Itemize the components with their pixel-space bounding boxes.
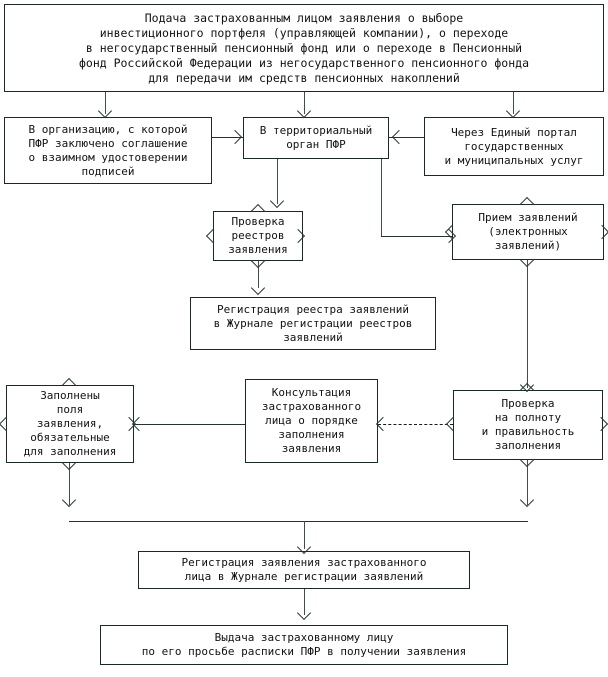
arrowhead-check-bottom (253, 256, 264, 267)
connector-title-to-portal (513, 92, 514, 114)
connector-merge-to-register-application (304, 521, 305, 549)
node-accept-applications: Прием заявлений (электронных заявлений) (452, 204, 604, 260)
arrowhead-check-top (253, 206, 264, 217)
connector-territorial-to-check (277, 159, 278, 204)
connector-merge-bus (69, 521, 528, 522)
connector-territorial-to-accept-horizontal (381, 236, 455, 237)
arrowhead-check-left (208, 231, 219, 242)
node-completeness-check: Проверка на полноту и правильность запол… (453, 390, 603, 460)
connector-completeness-to-merge (527, 460, 528, 505)
node-unified-portal: Через Единый портал государственных и му… (424, 117, 604, 176)
arrowhead-accept-top (522, 199, 533, 210)
arrowhead-org-to-territorial (230, 132, 241, 143)
arrowhead-register-application-to-receipt (299, 608, 310, 619)
arrowhead-completeness-bottom (522, 455, 533, 466)
arrowhead-fields-to-merge (64, 495, 75, 506)
arrowhead-accept-right (597, 227, 608, 238)
connector-accept-to-completeness (527, 260, 528, 388)
node-register-application-journal: Регистрация заявления застрахованного ли… (138, 551, 470, 589)
arrowhead-check-right (293, 231, 304, 242)
connector-check-to-register-registry (258, 261, 259, 288)
arrowhead-title-to-portal (508, 106, 519, 117)
connector-register-application-to-receipt (304, 589, 305, 615)
arrowhead-consultation-to-fields (134, 419, 145, 430)
arrowhead-completeness-top (522, 385, 533, 396)
node-organization-agreement: В организацию, с которой ПФР заключено с… (4, 117, 212, 184)
node-application-submission: Подача застрахованным лицом заявления о … (4, 4, 604, 92)
arrowhead-portal-to-territorial (394, 132, 405, 143)
arrowhead-check-to-register-registry (253, 283, 264, 294)
node-register-registry-journal: Регистрация реестра заявлений в Журнале … (190, 297, 436, 350)
arrowhead-completeness-to-merge (522, 495, 533, 506)
arrowhead-accept-left (447, 227, 458, 238)
node-territorial-pfr-body: В территориальный орган ПФР (243, 117, 389, 159)
arrowhead-completeness-right (596, 419, 607, 430)
arrowhead-title-to-territorial (299, 106, 310, 117)
arrowhead-completeness-left (448, 419, 459, 430)
arrowhead-fields-top (64, 380, 75, 391)
arrowhead-territorial-to-check (272, 196, 283, 207)
node-issue-receipt: Выдача застрахованному лицу по его прось… (100, 625, 508, 665)
arrowhead-fields-bottom (64, 458, 75, 469)
connector-territorial-to-accept-vertical (381, 159, 382, 236)
arrowhead-fields-left (1, 419, 12, 430)
arrowhead-accept-bottom (522, 255, 533, 266)
node-required-fields-filled: Заполнены поля заявления, обязательные д… (6, 385, 134, 463)
connector-title-to-territorial (304, 92, 305, 114)
arrowhead-merge-to-register-application (299, 542, 310, 553)
arrowhead-title-to-org (100, 106, 111, 117)
node-consultation: Консультация застрахованного лица о поря… (245, 379, 378, 463)
connector-completeness-to-consultation-dashed (378, 424, 453, 425)
connector-consultation-to-fields (134, 424, 245, 425)
connector-fields-to-merge (69, 463, 70, 505)
connector-portal-to-territorial (389, 137, 424, 138)
arrowhead-completeness-to-consultation (378, 419, 389, 430)
connector-title-to-org (105, 92, 106, 114)
